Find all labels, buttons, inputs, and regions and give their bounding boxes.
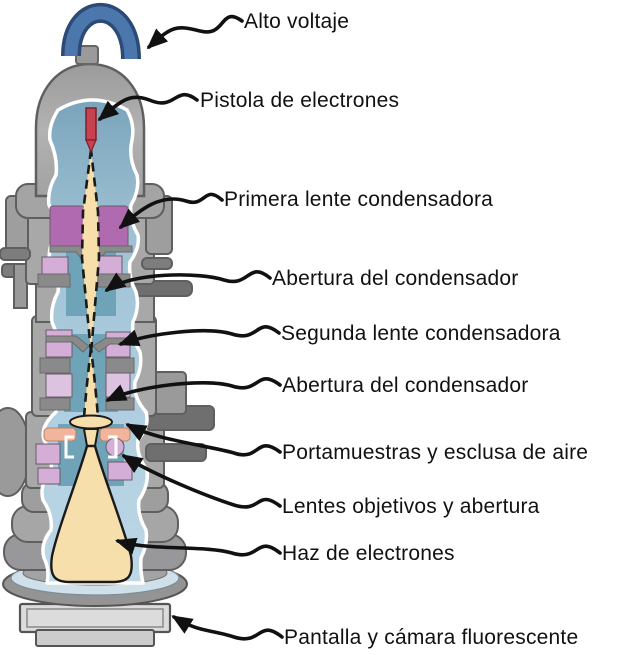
label-lentes-objetivos: Lentes objetivos y abertura <box>282 495 540 518</box>
leader-pistola <box>97 92 199 122</box>
leader-primera-lente <box>118 192 224 230</box>
label-segunda-lente: Segunda lente condensadora <box>281 322 561 345</box>
label-abertura-condensador-2: Abertura del condensador <box>282 374 529 397</box>
leader-pantalla <box>171 615 284 641</box>
leader-portamuestras <box>125 423 282 457</box>
label-primera-lente: Primera lente condensadora <box>224 188 494 211</box>
label-alto-voltaje: Alto voltaje <box>244 10 350 33</box>
label-pantalla-camara: Pantalla y cámara fluorescente <box>284 626 579 649</box>
label-pistola-de-electrones: Pistola de electrones <box>200 89 400 112</box>
leader-segunda-lente <box>118 325 281 347</box>
electron-beam <box>50 149 133 584</box>
label-abertura-condensador-1: Abertura del condensador <box>272 267 519 290</box>
label-haz-de-electrones: Haz de electrones <box>282 542 455 565</box>
leader-haz <box>115 537 282 557</box>
leader-abertura-1 <box>104 270 272 292</box>
leader-alto-voltaje <box>146 14 244 50</box>
electron-gun <box>85 107 97 154</box>
leader-abertura-2 <box>105 377 282 402</box>
leader-lines <box>97 14 284 641</box>
leader-lentes-objetivos <box>121 454 282 509</box>
label-portamuestras: Portamuestras y esclusa de aire <box>282 441 589 464</box>
high-voltage-cable <box>61 2 141 65</box>
